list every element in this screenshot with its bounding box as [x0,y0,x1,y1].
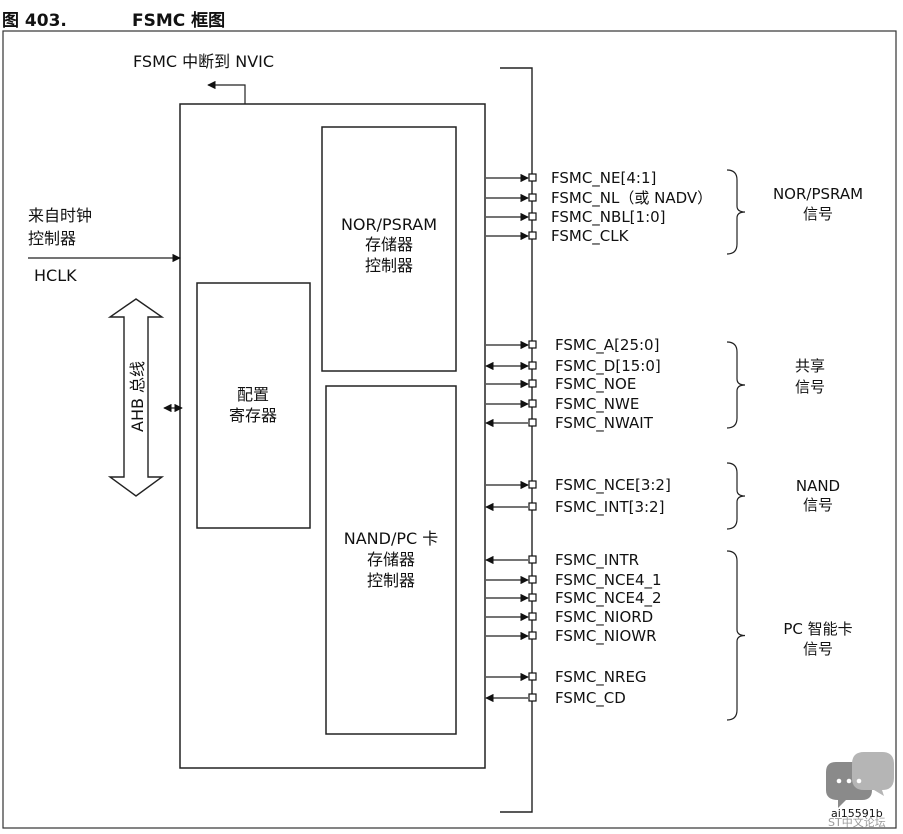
signal-row: FSMC_NL（或 NADV） [486,189,712,208]
clock-input: 来自时钟 控制器 HCLK [28,206,181,285]
signal-row: FSMC_NWE [486,395,639,414]
nor-controller-label: NOR/PSRAM [341,215,437,234]
signal-label: FSMC_INT[3:2] [555,498,664,517]
signal-label: FSMC_NOE [555,375,636,394]
signal-row: FSMC_NIOWR [486,627,657,646]
signal-label: FSMC_NE[4:1] [551,169,656,188]
signal-label: FSMC_CLK [551,227,630,246]
pin-marker [528,693,537,702]
nand-controller-label: NAND/PC 卡 [344,529,439,548]
signal-row: FSMC_D[15:0] [485,357,661,376]
signal-row: FSMC_NIORD [486,608,653,627]
config-register-block [196,282,311,529]
signal-row: FSMC_NCE[3:2] [486,476,671,495]
pin-marker [528,361,537,370]
signal-row: FSMC_INTR [485,551,639,570]
pin-marker [528,672,537,681]
signal-row: FSMC_INT[3:2] [485,498,664,517]
figure-number: 图 403. [2,11,67,31]
pin-marker [528,231,537,240]
group-label: 信号 [803,496,833,514]
watermark: ST中文论坛 [828,815,886,829]
pin-boundary [500,67,533,813]
signal-row: FSMC_NCE4_2 [486,589,662,608]
pin-marker [528,593,537,602]
signal-list: FSMC_NE[4:1]FSMC_NL（或 NADV）FSMC_NBL[1:0]… [485,169,712,708]
group-brace [726,341,746,429]
hclk-label: HCLK [34,266,77,285]
signal-row: FSMC_NCE4_1 [486,571,662,590]
pin-marker [528,418,537,427]
nand-controller-label-3: 控制器 [367,571,415,590]
group-label: 信号 [803,205,833,223]
pin-marker [528,340,537,349]
nor-controller-label-3: 控制器 [365,256,413,275]
group-label: 信号 [803,640,833,658]
signal-row: FSMC_NBL[1:0] [486,208,666,227]
clock-source-label-2: 控制器 [28,229,76,248]
group-brace [726,169,746,255]
pin-marker [528,612,537,621]
pin-marker [528,193,537,202]
figure-title: FSMC 框图 [132,10,225,31]
chat-bubble-icon [826,752,894,808]
interrupt-connection: FSMC 中断到 NVIC [133,52,274,104]
config-register-label-2: 寄存器 [229,406,277,425]
signal-label: FSMC_D[15:0] [555,357,661,376]
pin-marker [528,555,537,564]
signal-label: FSMC_NL（或 NADV） [551,189,712,208]
ahb-bus-label: AHB 总线 [128,361,147,432]
group-brace [726,462,746,530]
figure-id: ai15591b [831,807,883,820]
signal-label: FSMC_NWE [555,395,639,414]
signal-label: FSMC_NCE4_2 [555,589,662,608]
signal-row: FSMC_NWAIT [485,414,654,433]
pin-marker [528,480,537,489]
group-brace [726,550,746,721]
ahb-bus: AHB 总线 [107,298,183,497]
signal-label: FSMC_CD [555,689,626,708]
signal-row: FSMC_CLK [486,227,630,246]
nand-pc-card-controller [325,385,457,735]
outer-frame [2,30,897,829]
nor-controller-label-2: 存储器 [365,235,413,254]
nand-controller-label-2: 存储器 [367,550,415,569]
config-register-label: 配置 [237,385,269,404]
interrupt-label: FSMC 中断到 NVIC [133,52,274,71]
pin-marker [528,631,537,640]
signal-label: FSMC_NWAIT [555,414,654,433]
signal-label: FSMC_INTR [555,551,639,570]
pin-marker [528,502,537,511]
signal-label: FSMC_NBL[1:0] [551,208,666,227]
clock-source-label: 来自时钟 [28,206,92,225]
signal-row: FSMC_NREG [486,668,647,687]
group-label: PC 智能卡 [783,620,852,638]
signal-row: FSMC_NOE [486,375,636,394]
signal-group: NOR/PSRAM 信号 [726,169,863,255]
nor-psram-controller [321,126,457,372]
group-label: NOR/PSRAM [773,185,863,203]
pin-marker [528,379,537,388]
signal-row: FSMC_CD [485,689,626,708]
group-label: 共享 [795,357,825,375]
signal-label: FSMC_NREG [555,668,647,687]
signal-row: FSMC_A[25:0] [486,336,659,355]
signal-label: FSMC_NCE4_1 [555,571,662,590]
signal-label: FSMC_A[25:0] [555,336,659,355]
signal-label: FSMC_NCE[3:2] [555,476,671,495]
signal-row: FSMC_NE[4:1] [486,169,656,188]
pin-marker [528,575,537,584]
signal-label: FSMC_NIORD [555,608,653,627]
pin-marker [528,173,537,182]
pin-marker [528,212,537,221]
group-label: 信号 [795,378,825,396]
signal-label: FSMC_NIOWR [555,627,657,646]
group-label: NAND [796,477,840,495]
pin-marker [528,399,537,408]
